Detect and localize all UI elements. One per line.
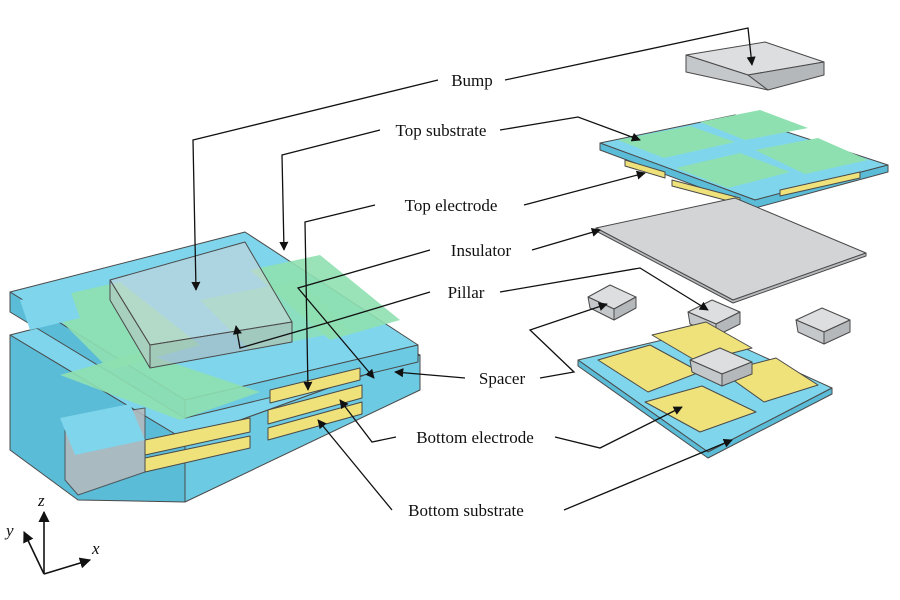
leader-lines	[191, 27, 756, 511]
label-spacer: Spacer	[479, 369, 526, 388]
leader-top-electrode-left	[303, 204, 376, 391]
x-axis-arrow	[43, 557, 92, 575]
exploded-top-substrate-edge	[599, 142, 889, 209]
label-bottom-substrate: Bottom substrate	[408, 501, 524, 520]
exploded-layers	[577, 41, 889, 459]
assembled-green-region-front	[60, 352, 260, 420]
exploded-top-green-3	[676, 153, 790, 188]
leader-insulator-left	[296, 249, 431, 379]
exploded-bottom-electrode-3	[644, 385, 757, 433]
leader-bottom-substrate-right	[563, 438, 733, 511]
leader-pillar-left	[232, 291, 431, 349]
exploded-spacer	[689, 347, 753, 387]
assembled-bottom-electrode-4	[267, 401, 363, 441]
label-top-electrode: Top electrode	[405, 196, 498, 215]
assembled-cyan-pad-2	[60, 404, 145, 455]
label-pillar: Pillar	[448, 283, 485, 302]
label-bump: Bump	[451, 71, 493, 90]
exploded-top-substrate	[599, 110, 889, 209]
exploded-top-electrode-3	[779, 171, 861, 197]
exploded-bottom-substrate-edge	[577, 359, 833, 459]
leader-pillar-right	[499, 267, 709, 311]
assembled-bump-right	[149, 321, 293, 369]
assembled-bottom-electrode-1	[144, 417, 251, 456]
exploded-bump	[685, 41, 825, 91]
assembled-sensor	[9, 231, 421, 503]
pillar-1-right	[613, 296, 637, 321]
leader-spacer-left	[394, 368, 466, 379]
leader-bottom-electrode-left	[339, 399, 397, 443]
exploded-top-green-4	[755, 138, 868, 174]
spacer-right	[721, 361, 753, 387]
axes-indicator: z x y	[4, 491, 100, 575]
label-bottom-electrode: Bottom electrode	[416, 428, 534, 447]
assembled-green-region-right	[250, 255, 400, 340]
leader-bottom-substrate-left	[317, 419, 393, 511]
labels: Bump Top substrate Top electrode Insulat…	[396, 71, 534, 520]
pillar-3-right	[823, 319, 851, 345]
leader-insulator-right	[531, 227, 601, 251]
leader-bump-left	[191, 79, 439, 291]
exploded-top-electrode-1	[624, 159, 666, 179]
z-axis-label: z	[37, 491, 45, 510]
leader-bottom-electrode-right	[554, 406, 683, 449]
exploded-top-green-1	[618, 126, 735, 158]
assembled-bottom-electrode-2	[144, 435, 251, 473]
leader-top-substrate-left	[279, 129, 381, 251]
exploded-bottom-substrate	[577, 321, 833, 459]
leader-spacer-right	[528, 302, 608, 379]
assembled-cyan-pad-1	[20, 290, 80, 330]
leader-top-substrate-right	[499, 116, 641, 142]
exploded-top-green-2	[700, 110, 808, 140]
exploded-bump-right	[747, 61, 825, 91]
y-axis-label: y	[4, 521, 14, 540]
label-insulator: Insulator	[451, 241, 512, 260]
assembled-top-electrode-strip	[269, 367, 361, 404]
leader-bump-right	[504, 27, 756, 81]
label-top-substrate: Top substrate	[396, 121, 487, 140]
x-axis-label: x	[91, 539, 100, 558]
assembled-bottom-electrode-3	[267, 384, 363, 425]
y-axis-arrow	[23, 530, 45, 575]
leader-top-electrode-right	[523, 170, 646, 206]
